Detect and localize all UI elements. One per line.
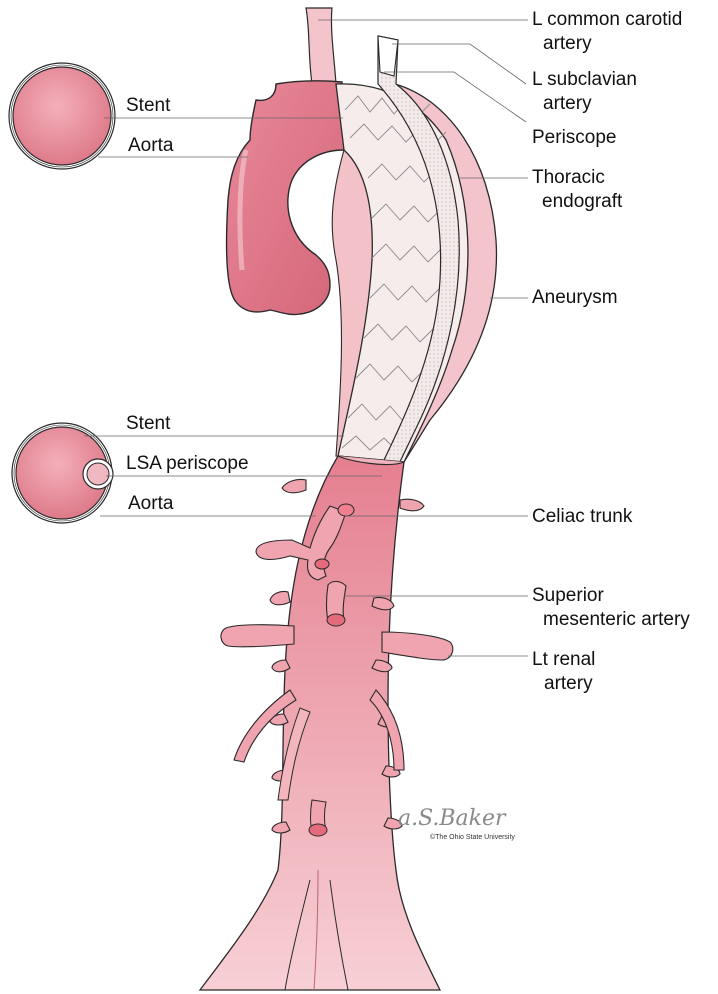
label-l-subclavian-line2: artery [532, 92, 637, 116]
label-superior-mesenteric: Superior mesenteric artery [532, 584, 690, 632]
label-superior-mesenteric-line1: Superior [532, 584, 690, 608]
label-periscope-line1: Periscope [532, 126, 617, 150]
left-renal-vessel [382, 632, 453, 660]
aortic-arch [227, 81, 344, 315]
label-l-subclavian: L subclavian artery [532, 68, 637, 116]
label-aorta-top: Aorta [128, 134, 173, 158]
label-aneurysm-line1: Aneurysm [532, 286, 618, 310]
copyright-notice: ©The Ohio State University [430, 834, 515, 841]
label-l-common-carotid: L common carotid artery [532, 8, 682, 56]
label-thoracic-endograft-line2: endograft [532, 190, 622, 214]
superior-mesenteric-vessel [327, 581, 347, 626]
cross-section-top-stent [13, 67, 111, 165]
cross-section-top [9, 63, 115, 169]
artist-signature: a.S.Baker [398, 806, 506, 831]
label-superior-mesenteric-line2: mesenteric artery [532, 608, 690, 632]
label-thoracic-endograft-line1: Thoracic [532, 166, 622, 190]
label-celiac-trunk: Celiac trunk [532, 505, 632, 529]
inferior-mesenteric-vessel [309, 800, 327, 836]
l-common-carotid-vessel [306, 8, 336, 84]
label-l-common-carotid-line2: artery [532, 32, 682, 56]
label-thoracic-endograft: Thoracic endograft [532, 166, 622, 214]
label-lt-renal: Lt renal artery [532, 648, 595, 696]
label-celiac-trunk-line1: Celiac trunk [532, 505, 632, 529]
label-stent-top: Stent [126, 94, 170, 118]
label-stent-bottom: Stent [126, 412, 170, 436]
label-lt-renal-line2: artery [532, 672, 595, 696]
right-renal-vessel [221, 625, 294, 647]
cross-section-bottom [12, 423, 113, 523]
label-lsa-periscope: LSA periscope [126, 452, 249, 476]
label-aneurysm: Aneurysm [532, 286, 618, 310]
label-periscope: Periscope [532, 126, 617, 150]
label-l-common-carotid-line1: L common carotid [532, 8, 682, 32]
label-aorta-bottom: Aorta [128, 492, 173, 516]
label-l-subclavian-line1: L subclavian [532, 68, 637, 92]
label-lt-renal-line1: Lt renal [532, 648, 595, 672]
